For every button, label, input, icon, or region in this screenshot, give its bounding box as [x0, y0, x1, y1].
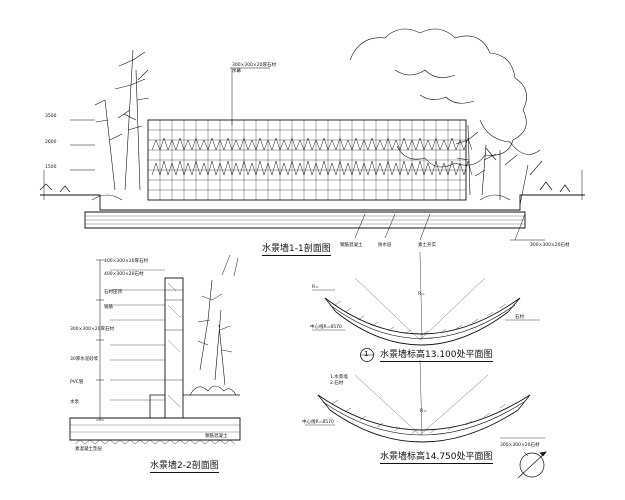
svg-text:水泵: 水泵 — [70, 398, 79, 405]
section-marker-number: 1 — [364, 350, 369, 358]
tree-canopy-right — [349, 28, 543, 206]
svg-text:R=: R= — [312, 284, 319, 290]
svg-text:300×300×20厚石材: 300×300×20厚石材 — [232, 61, 276, 68]
svg-text:R=: R= — [420, 408, 427, 414]
svg-text:400×300×20厚石材: 400×300×20厚石材 — [104, 257, 148, 264]
svg-text:300×300×20石材: 300×300×20石材 — [500, 441, 540, 448]
svg-text:1.水景墙: 1.水景墙 — [330, 373, 348, 380]
leaders-1-1 — [70, 67, 545, 241]
svg-text:素混凝土垫层: 素混凝土垫层 — [75, 445, 102, 452]
section-1-1-title: 水景墙1-1剖面图 — [262, 244, 331, 256]
bamboo-right — [455, 124, 497, 196]
plan-13100-drawing: R= 中心线R=8570 石材 R= — [310, 251, 540, 346]
svg-text:300×300×20石材: 300×300×20石材 — [530, 241, 570, 248]
svg-text:1500: 1500 — [45, 164, 57, 170]
planting-texture — [151, 137, 473, 176]
svg-text:R=: R= — [418, 291, 425, 297]
svg-text:水幕: 水幕 — [232, 67, 241, 74]
wall-column — [164, 277, 184, 419]
section-1-1-drawing: 300×300×20厚石材 水幕 3500 2600 1500 钢筋混凝土 防水… — [39, 28, 585, 248]
water-wall-mesh — [148, 120, 466, 200]
north-arrow-icon — [517, 451, 547, 479]
plan-13100-title: 水景墙标高13.100处平面图 — [380, 350, 493, 362]
section-2-2-title: 水景墙2-2剖面图 — [150, 461, 219, 473]
svg-text:400×300×20石材: 400×300×20石材 — [104, 270, 144, 277]
section-2-2-drawing: 400×300×20厚石材 400×300×20石材 石材压顶 钢筋 300×3… — [69, 254, 241, 452]
plan-14750-drawing: 中心线R=8570 300×300×20石材 1.水景墙 2.石材 R= — [302, 359, 545, 448]
annotations-1-1: 300×300×20厚石材 水幕 3500 2600 1500 钢筋混凝土 防水… — [45, 61, 570, 248]
svg-text:2600: 2600 — [45, 139, 57, 145]
svg-text:300×300×20厚石材: 300×300×20厚石材 — [70, 325, 114, 332]
section-1-1-base — [39, 170, 585, 229]
svg-text:石材: 石材 — [515, 313, 524, 320]
svg-text:中心线R=8570: 中心线R=8570 — [310, 323, 342, 330]
svg-text:PVC管: PVC管 — [70, 378, 84, 385]
svg-text:素土夯实: 素土夯实 — [418, 241, 436, 248]
svg-text:钢筋混凝土: 钢筋混凝土 — [340, 241, 363, 248]
svg-text:钢筋混凝土: 钢筋混凝土 — [205, 432, 228, 439]
plan-14750-title: 水景墙标高14.750处平面图 — [380, 452, 493, 464]
svg-text:中心线R=8570: 中心线R=8570 — [302, 418, 334, 425]
bamboo-left — [94, 49, 150, 191]
svg-text:防水层: 防水层 — [378, 241, 392, 248]
svg-text:3500: 3500 — [45, 113, 57, 119]
svg-text:石材压顶: 石材压顶 — [104, 288, 122, 295]
svg-text:钢筋: 钢筋 — [104, 303, 113, 310]
svg-text:30厚水泥砂浆: 30厚水泥砂浆 — [70, 355, 99, 362]
svg-text:2.石材: 2.石材 — [330, 379, 344, 386]
